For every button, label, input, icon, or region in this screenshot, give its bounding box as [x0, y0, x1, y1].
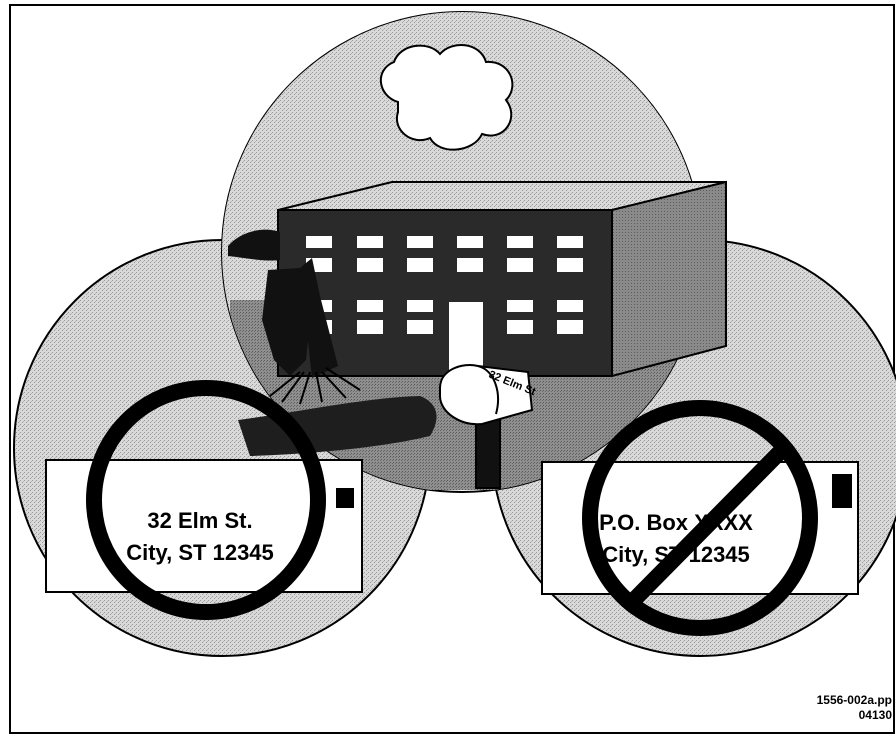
walkway — [238, 396, 437, 456]
building-icon — [277, 180, 727, 378]
tree-icon — [228, 229, 361, 405]
cloud-icon — [379, 43, 514, 151]
left-address-line2: City, ST 12345 — [126, 540, 274, 565]
top-circle: 32 Elm St — [221, 11, 727, 493]
door — [449, 302, 483, 374]
left-address-line1: 32 Elm St. — [147, 508, 252, 533]
left-ring — [86, 380, 326, 620]
left-envelope: 32 Elm St. City, ST 12345 — [45, 380, 363, 620]
footer-line1: 1556-002a.pp — [817, 693, 892, 707]
circle-gap — [432, 470, 488, 670]
mailbox-icon: 32 Elm St — [439, 364, 538, 489]
footer-line2: 04130 — [859, 708, 893, 722]
right-envelope: P.O. Box XXXX City, ST 12345 — [541, 400, 859, 636]
prohibited-icon — [582, 400, 818, 636]
footer-code: 1556-002a.pp 04130 — [817, 693, 893, 722]
